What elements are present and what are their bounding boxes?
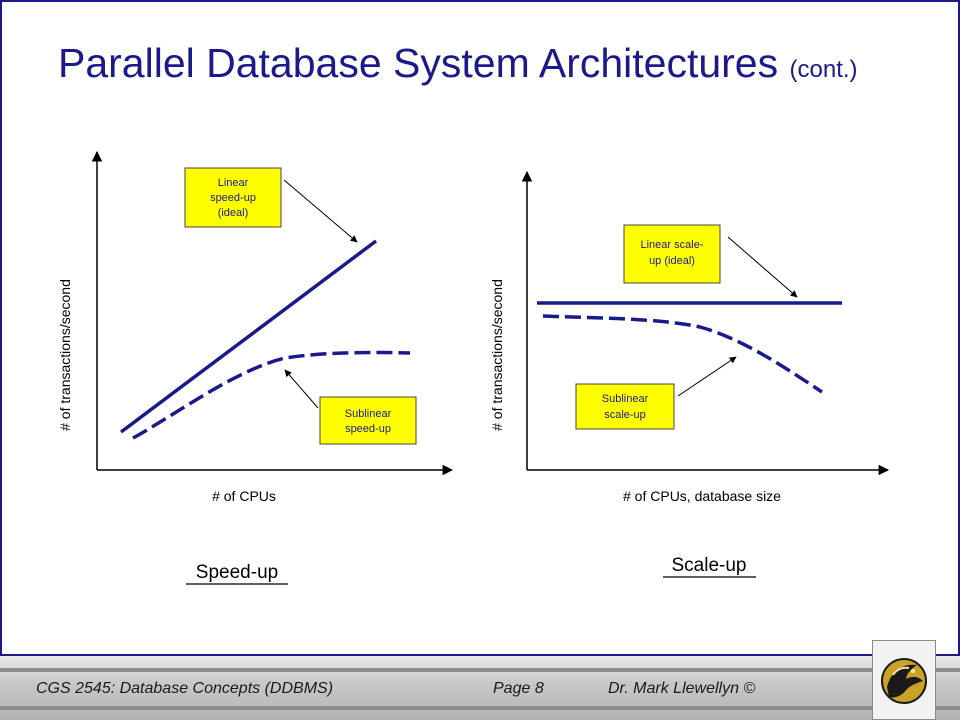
footer-bar <box>0 656 960 720</box>
scaleup-callout-sublinear: Sublinear scale-up <box>575 383 675 430</box>
speedup-x-axis-label: # of CPUs <box>212 488 276 504</box>
speedup-diagram: Linear speed-up (ideal) Sublinear speed-… <box>57 150 454 585</box>
speedup-linear-arrow <box>283 179 358 243</box>
scaleup-caption: Scale-up <box>672 555 747 576</box>
slide-frame <box>0 0 960 656</box>
speedup-caption: Speed-up <box>196 562 278 583</box>
scaleup-x-axis-label: # of CPUs, database size <box>623 488 781 504</box>
speedup-callout-linear-line2: speed-up <box>210 192 256 204</box>
footer-band-top <box>0 668 960 672</box>
slide-title: Parallel Database System Architectures (… <box>58 40 858 87</box>
scaleup-diagram: Linear scale- up (ideal) Sublinear scale… <box>489 170 890 578</box>
scaleup-y-axis-label: # of transactions/second <box>489 279 505 431</box>
speedup-callout-linear-line1: Linear <box>218 177 249 189</box>
footer-author: Dr. Mark Llewellyn © <box>608 680 756 697</box>
pegasus-logo-icon <box>881 658 927 704</box>
scaleup-callout-sublinear-line2: scale-up <box>604 409 646 421</box>
scaleup-callout-linear-line1: Linear scale- <box>641 239 704 251</box>
slide-title-suffix: (cont.) <box>789 56 858 83</box>
speedup-callout-sublinear-line2: speed-up <box>345 423 391 435</box>
footer-page: Page 8 <box>493 680 544 697</box>
scaleup-callout-linear-line2: up (ideal) <box>649 255 695 267</box>
speedup-callout-linear: Linear speed-up (ideal) <box>184 167 282 228</box>
footer-course: CGS 2545: Database Concepts (DDBMS) <box>36 680 334 697</box>
diagrams: Linear speed-up (ideal) Sublinear speed-… <box>57 150 890 585</box>
scaleup-sublinear-line <box>542 314 823 394</box>
logo-box <box>872 640 936 720</box>
speedup-linear-line <box>119 239 378 434</box>
speedup-callout-sublinear-line1: Sublinear <box>345 408 392 420</box>
speedup-y-axis-label: # of transactions/second <box>57 279 73 431</box>
speedup-callout-sublinear: Sublinear speed-up <box>319 396 417 445</box>
scaleup-sublinear-arrow <box>677 356 737 397</box>
scaleup-callout-linear: Linear scale- up (ideal) <box>623 224 721 284</box>
scaleup-linear-arrow <box>727 236 798 298</box>
scaleup-callout-sublinear-line1: Sublinear <box>602 393 649 405</box>
speedup-callout-linear-line3: (ideal) <box>218 207 249 219</box>
footer-band-bottom <box>0 706 960 710</box>
speedup-sublinear-arrow <box>284 369 319 409</box>
speedup-sublinear-line <box>132 350 411 440</box>
slide-title-main: Parallel Database System Architectures <box>58 40 779 86</box>
